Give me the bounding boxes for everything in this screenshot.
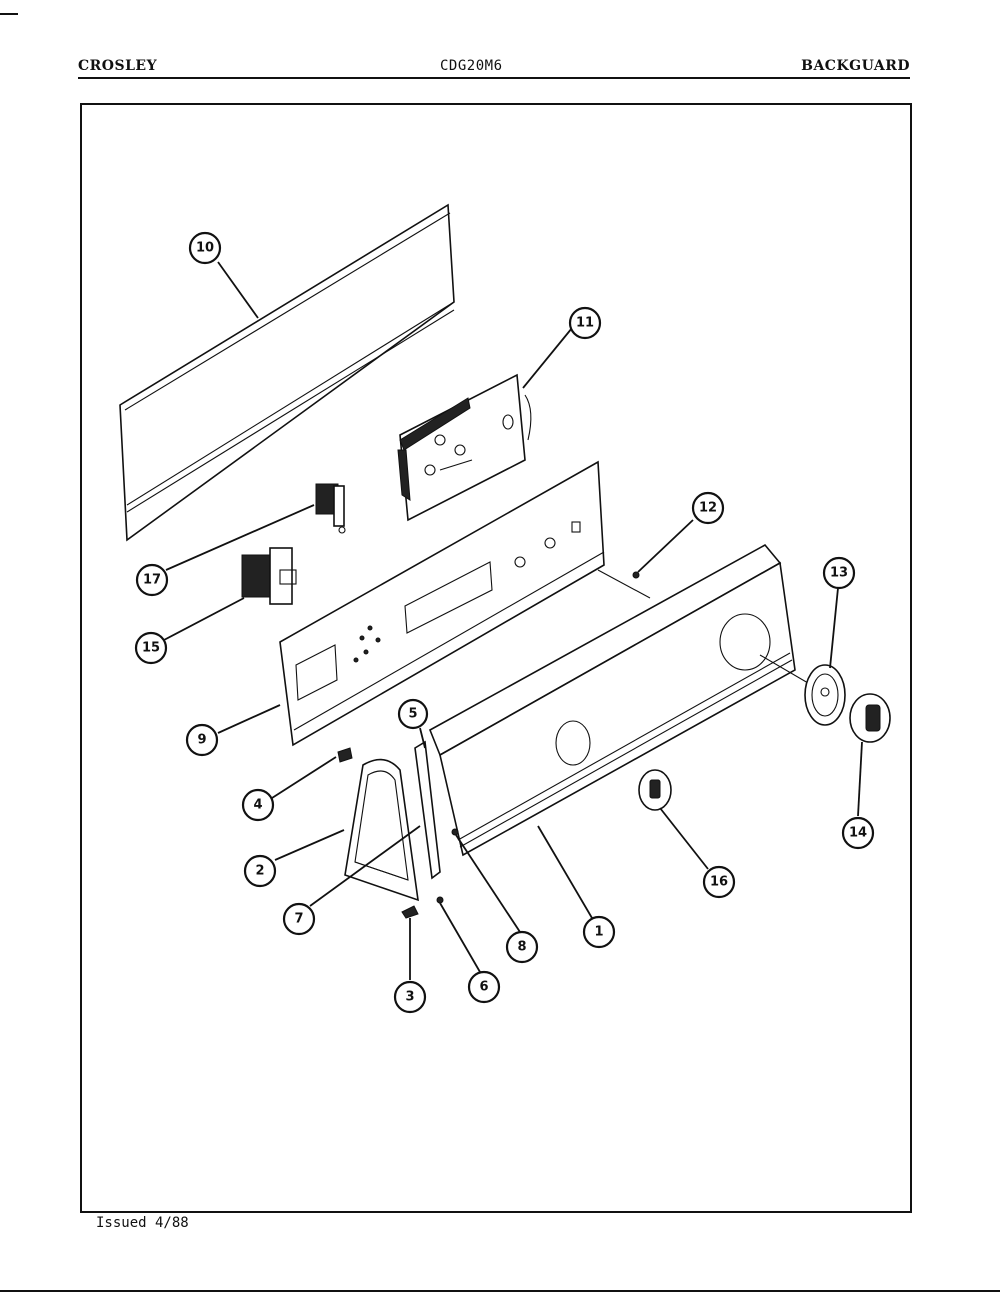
part-13-knob-base (804, 664, 846, 726)
section-label: BACKGUARD (801, 58, 910, 74)
callout-2: 2 (243, 854, 277, 888)
part-6-screw (436, 896, 444, 904)
leader-lines (163, 261, 863, 980)
svg-text:5: 5 (408, 707, 417, 722)
part-4-clip (337, 747, 353, 763)
svg-text:4: 4 (253, 798, 262, 813)
callout-11: 11 (568, 306, 602, 340)
diagram-frame (80, 103, 912, 1213)
part-12-screw (632, 571, 640, 579)
svg-text:14: 14 (849, 826, 867, 841)
part-5-strip (414, 740, 441, 880)
callout-1: 1 (582, 915, 616, 949)
svg-text:10: 10 (196, 241, 214, 256)
callout-17: 17 (135, 563, 169, 597)
part-11-timer (397, 373, 532, 522)
part-3-screw (401, 905, 419, 919)
part-2-bracket (344, 758, 419, 902)
callout-12: 12 (691, 491, 725, 525)
callout-9: 9 (185, 723, 219, 757)
callout-13: 13 (822, 556, 856, 590)
top-dash-mark (0, 13, 18, 15)
bottom-rule (0, 1290, 1000, 1292)
part-1-backguard (428, 543, 821, 857)
part-10-top-cover (119, 203, 455, 542)
part-15-switch-assembly (241, 547, 297, 605)
part-8-screw (451, 828, 459, 836)
callout-3: 3 (393, 980, 427, 1014)
callout-14: 14 (841, 816, 875, 850)
part-9-control-panel (279, 460, 651, 747)
svg-text:1: 1 (594, 925, 603, 940)
svg-text:8: 8 (517, 940, 526, 955)
svg-text:12: 12 (699, 501, 717, 516)
callout-16: 16 (702, 865, 736, 899)
callout-4: 4 (241, 788, 275, 822)
part-14-knob (849, 693, 891, 743)
svg-text:3: 3 (405, 990, 414, 1005)
svg-text:7: 7 (294, 912, 303, 927)
callout-10: 10 (188, 231, 222, 265)
issued-date: Issued 4/88 (96, 1215, 189, 1231)
part-17-switch (315, 483, 346, 534)
brand-label: CROSLEY (78, 58, 158, 74)
svg-text:9: 9 (197, 733, 206, 748)
svg-text:16: 16 (710, 875, 728, 890)
svg-text:13: 13 (830, 566, 848, 581)
callout-15: 15 (134, 631, 168, 665)
part-16-knob (638, 769, 672, 811)
svg-text:15: 15 (142, 641, 160, 656)
svg-text:2: 2 (255, 864, 264, 879)
svg-text:17: 17 (143, 573, 161, 588)
callout-7: 7 (282, 902, 316, 936)
callout-5: 5 (397, 698, 429, 730)
svg-text:11: 11 (576, 316, 594, 331)
model-label: CDG20M6 (440, 58, 503, 74)
callout-6: 6 (467, 970, 501, 1004)
svg-text:6: 6 (479, 980, 488, 995)
header-rule (78, 77, 910, 79)
callout-8: 8 (505, 930, 539, 964)
